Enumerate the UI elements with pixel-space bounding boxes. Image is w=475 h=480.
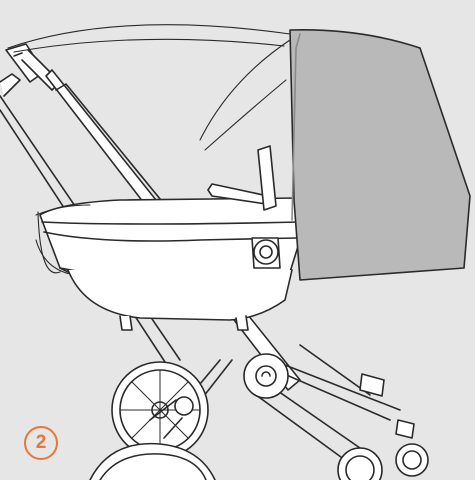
step-number-badge: 2: [24, 426, 58, 460]
carrycot-handle: [207, 145, 281, 269]
wheel-hub-joint: [149, 396, 194, 439]
brake-pedal: [359, 373, 415, 439]
rear-wheel: [111, 361, 209, 459]
rain-cover-outline: [7, 24, 291, 275]
front-wheel: [337, 443, 429, 480]
sun-canopy: [289, 29, 471, 281]
rear-wheel-lower: [89, 442, 216, 480]
carrycot-body: [39, 197, 301, 331]
frame-hub: [243, 353, 289, 399]
